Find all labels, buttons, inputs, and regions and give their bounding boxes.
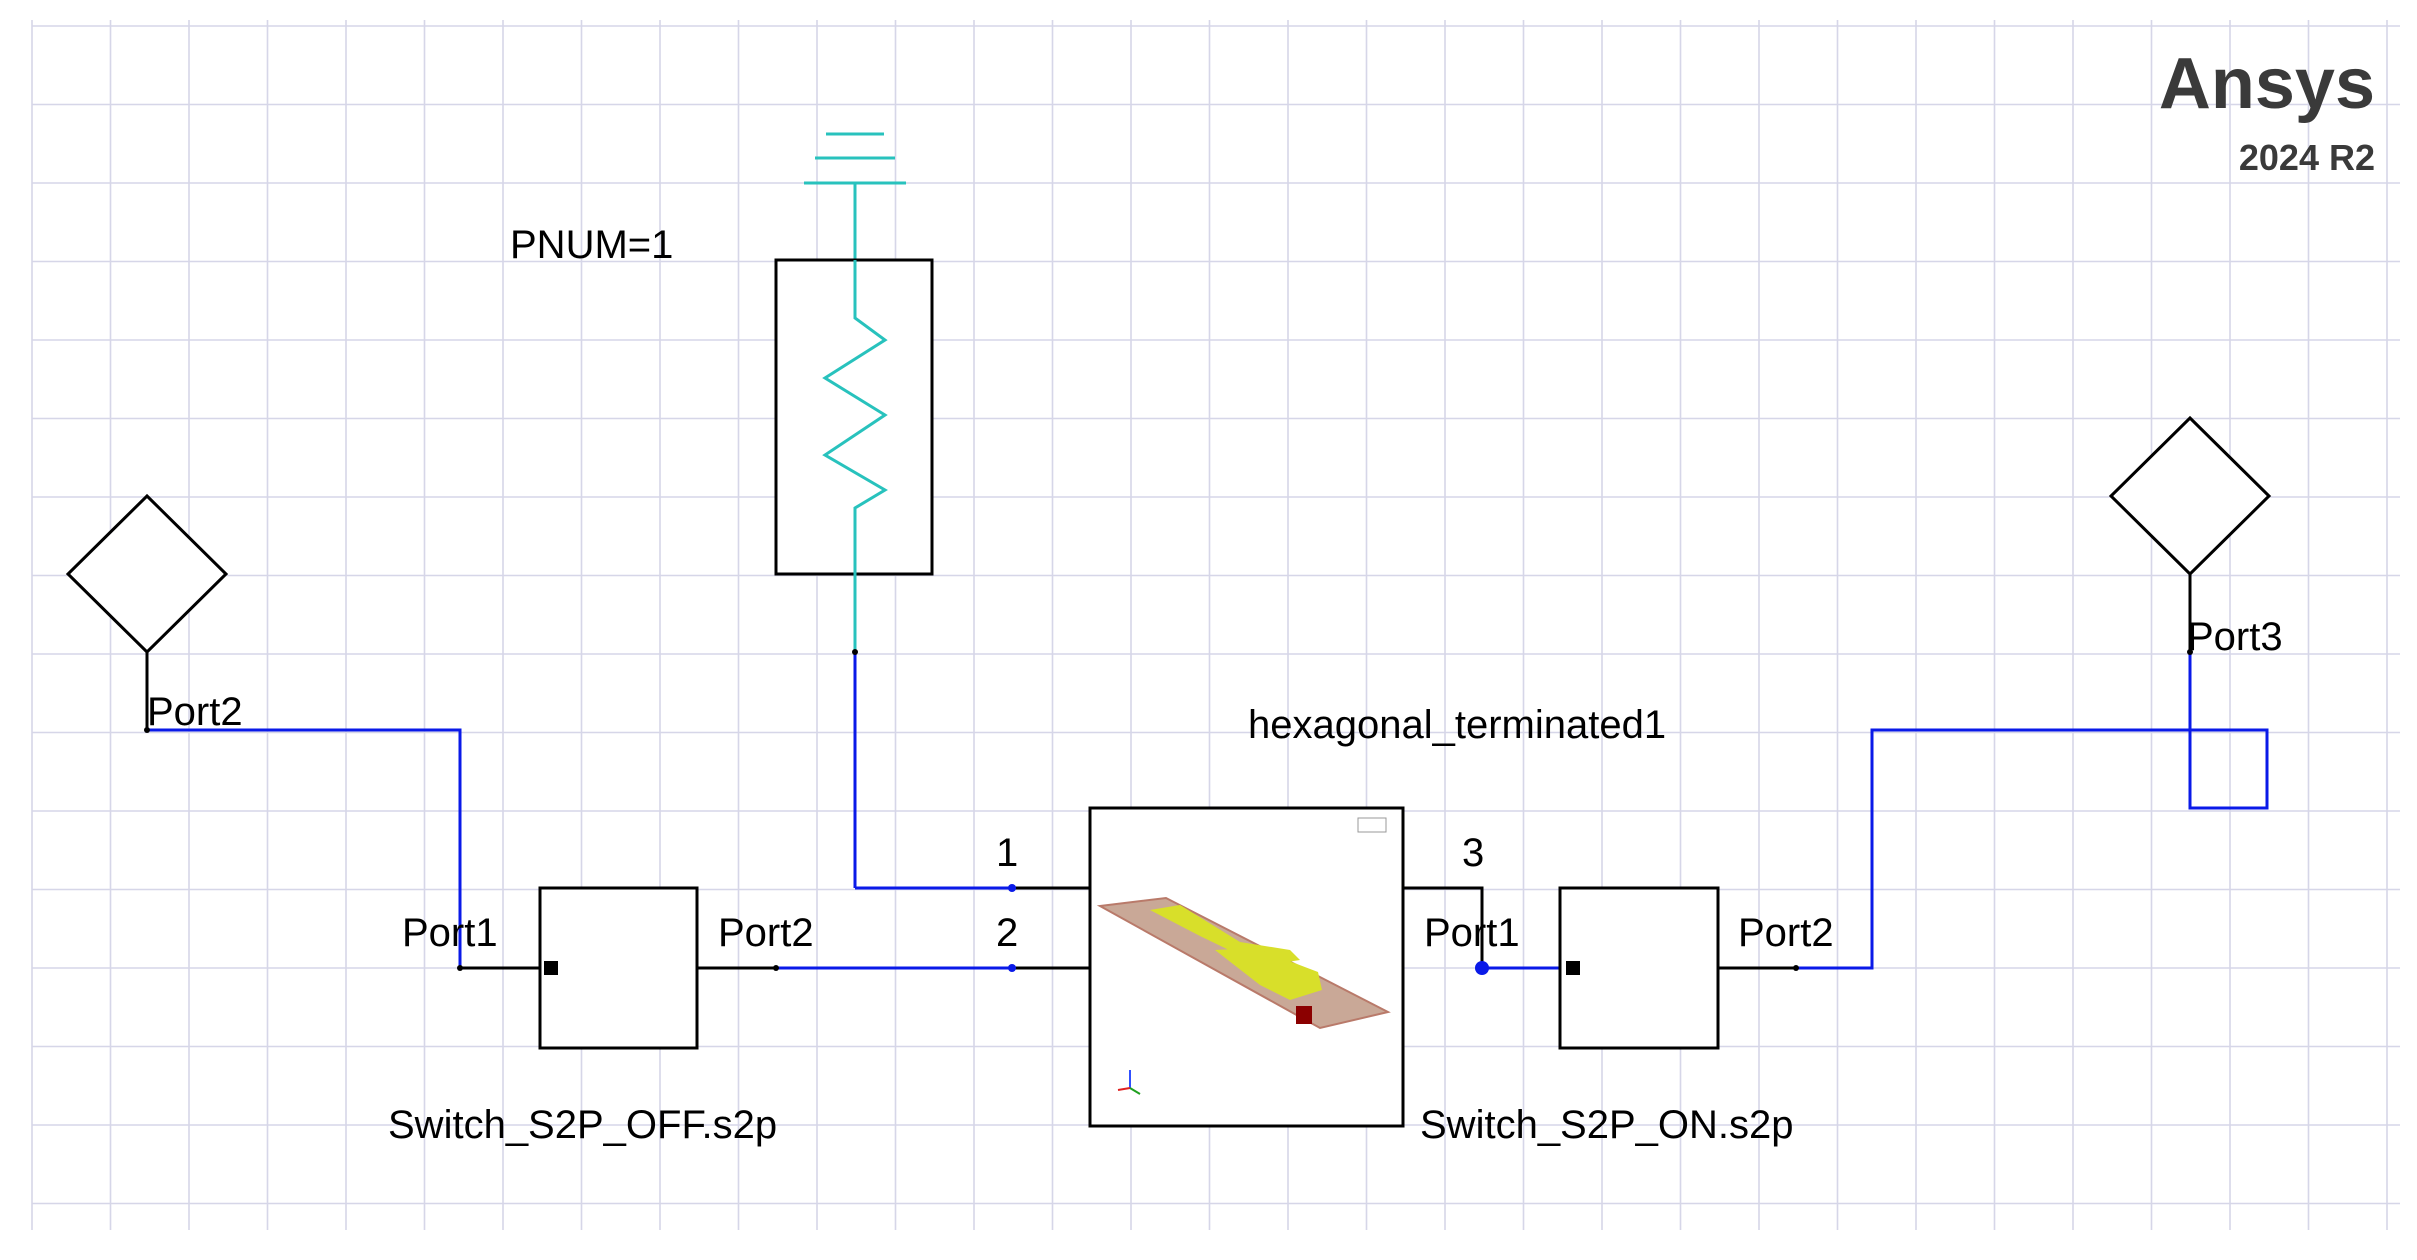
resistor-zigzag-icon <box>822 260 888 574</box>
switch-on-body[interactable] <box>1558 886 1720 1050</box>
port-right-label: Port3 <box>2187 615 2283 659</box>
wire-switch-on-to-port3[interactable] <box>1720 652 2269 970</box>
wire-resistor-to-model[interactable] <box>853 652 1012 890</box>
port-left[interactable]: Port2 <box>65 493 243 734</box>
hfss-model-pin3-label: 3 <box>1462 831 1484 875</box>
port-right[interactable]: Port3 <box>2108 415 2283 659</box>
hfss-model-pin2-label: 2 <box>996 911 1018 955</box>
switch-off-pin2-label: Port2 <box>718 911 814 955</box>
switch-off-body[interactable] <box>538 886 699 1050</box>
switch-on-pin1-label: Port1 <box>1424 911 1520 955</box>
switch-on-component[interactable]: Port1 Port2 Switch_S2P_ON.s2p <box>1420 886 1834 1147</box>
brand-name: Ansys <box>2159 44 2375 124</box>
switch-on-pin-marker <box>1566 961 1580 975</box>
switch-off-name: Switch_S2P_OFF.s2p <box>388 1103 777 1147</box>
hfss-model-name: hexagonal_terminated1 <box>1248 703 1666 747</box>
wire-port2-to-switch-off[interactable] <box>147 728 462 968</box>
resistor-param: PNUM=1 <box>510 223 673 267</box>
switch-off-pin1-label: Port1 <box>402 911 498 955</box>
hfss-model-thumbnail <box>1096 817 1391 1095</box>
hfss-model-component[interactable]: hexagonal_terminated1 1 2 3 <box>996 703 1666 1128</box>
switch-on-name: Switch_S2P_ON.s2p <box>1420 1103 1794 1147</box>
hfss-model-pin1-label: 1 <box>996 831 1018 875</box>
port-left-label: Port2 <box>147 690 243 734</box>
switch-off-pin-marker <box>544 961 558 975</box>
ground-symbol[interactable] <box>804 132 906 260</box>
schematic-grid <box>31 20 2400 1230</box>
resistor-component[interactable]: PNUM=1 <box>510 223 934 655</box>
brand-version: 2024 R2 <box>2239 137 2375 178</box>
switch-off-component[interactable]: Port1 Port2 Switch_S2P_OFF.s2p <box>388 886 814 1147</box>
switch-on-pin2-label: Port2 <box>1738 911 1834 955</box>
